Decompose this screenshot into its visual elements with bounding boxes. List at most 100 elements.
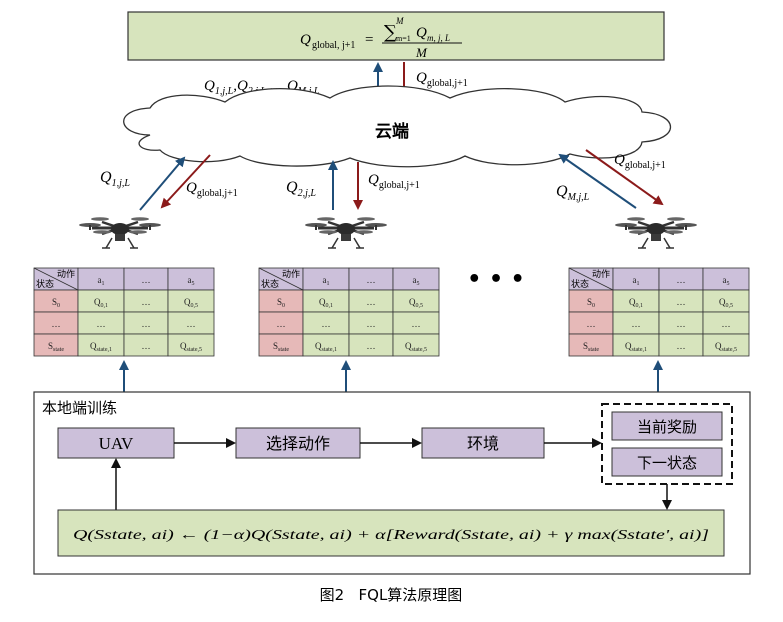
q-table-value: Qstate,1 — [315, 341, 337, 353]
uav-label: UAV — [99, 434, 134, 453]
drone-icon-2 — [303, 215, 389, 250]
agent-m-upload-label: QM,j,L — [556, 183, 590, 203]
agent-m-download-label: Qglobal,j+1 — [614, 152, 666, 171]
q-table-state-label: Sstate — [583, 341, 599, 353]
q-table-value: Qstate,5 — [715, 341, 737, 353]
q-table-action-header: 动作 — [592, 268, 610, 280]
q-update-formula: Q(Sstate, ai) ← (1−α)Q(Sstate, ai) + α[R… — [73, 528, 709, 543]
q-table-state-label: Sstate — [273, 341, 289, 353]
sum-superscript: M — [395, 16, 404, 26]
q-table-corner-diagonal — [258, 267, 304, 291]
denominator: M — [415, 45, 428, 60]
q-table-action-header: 动作 — [57, 268, 75, 280]
q-table-value: … — [412, 319, 421, 329]
q-table-state-label: … — [52, 319, 61, 329]
q-table-value: Q0,1 — [629, 297, 643, 309]
next-state-label: 下一状态 — [637, 454, 697, 472]
upload-arrow-agent-1 — [139, 156, 186, 211]
q-table-value: … — [677, 297, 686, 307]
agents-ellipsis: • • • — [467, 267, 525, 292]
q-table-col-header: a1 — [98, 275, 105, 287]
q-table-action-header: 动作 — [282, 268, 300, 280]
local-training-title: 本地端训练 — [42, 399, 117, 417]
sum-symbol: ∑ — [384, 22, 397, 43]
q-table-value-cell — [392, 333, 440, 357]
q-table-col-header: … — [367, 275, 376, 285]
q-table-value: Qstate,1 — [90, 341, 112, 353]
q-table-col-header: a5 — [413, 275, 420, 287]
global-equals: = — [365, 32, 373, 48]
q-table-col-header: a1 — [633, 275, 640, 287]
q-table-value: … — [97, 319, 106, 329]
q-table-value: Qstate,5 — [405, 341, 427, 353]
q-table-value: … — [142, 319, 151, 329]
sum-subscript: m=1 — [396, 34, 411, 43]
numerator-q: Q — [416, 25, 427, 41]
q-table-col-header: … — [677, 275, 686, 285]
q-table-state-header: 状态 — [571, 278, 589, 290]
q-table-value: Qstate,1 — [625, 341, 647, 353]
q-table-value-cell — [167, 333, 215, 357]
download-arrow-agent-1 — [160, 154, 211, 209]
q-table-value-cell — [702, 333, 750, 357]
download-label: Qglobal,j+1 — [416, 70, 468, 89]
select-action-label: 选择动作 — [266, 434, 330, 453]
global-q-symbol: Q — [300, 32, 311, 48]
q-table-value: … — [677, 341, 686, 351]
q-table-col-header: … — [142, 275, 151, 285]
q-table-value: Qstate,5 — [180, 341, 202, 353]
cloud-label: 云端 — [375, 121, 409, 142]
agent-2-upload-label: Q2,j,L — [286, 179, 316, 199]
q-table-value: … — [677, 319, 686, 329]
q-table-state-label: … — [277, 319, 286, 329]
global-aggregation-box: Q global, j+1 = ∑ M m=1 Q m, j, L M — [127, 11, 665, 61]
agent-2-download-label: Qglobal,j+1 — [368, 172, 420, 191]
global-q-subscript: global, j+1 — [312, 40, 355, 51]
numerator-subscript: m, j, L — [427, 33, 450, 43]
agent-1-download-label: Qglobal,j+1 — [186, 180, 238, 199]
agent-1-upload-label: Q1,j,L — [100, 169, 130, 189]
q-table-value: … — [367, 319, 376, 329]
q-table-state-header: 状态 — [261, 278, 279, 290]
environment-label: 环境 — [467, 434, 499, 453]
q-table-value: … — [142, 341, 151, 351]
q-table-col-header: a5 — [723, 275, 730, 287]
drone-icon-m — [613, 215, 699, 250]
figure-caption: 图2 FQL算法原理图 — [320, 586, 463, 604]
local-training-box: 本地端训练 UAV 选择动作 环境 当前奖励 下一状态 Q(Sstate, ai… — [33, 391, 751, 575]
q-table-value: … — [632, 319, 641, 329]
cloud: 云端 — [123, 85, 671, 168]
q-table-value: Q0,1 — [94, 297, 108, 309]
svg-text:Qglobal,j+1: Qglobal,j+1 — [416, 70, 468, 89]
uav-box — [57, 427, 175, 459]
q-table-value: … — [722, 319, 731, 329]
q-table-value: … — [367, 297, 376, 307]
q-table-value: Q0,5 — [409, 297, 423, 309]
q-table-value: Q0,1 — [319, 297, 333, 309]
q-table-col-header: a1 — [323, 275, 330, 287]
q-table-state-header: 状态 — [36, 278, 54, 290]
q-table-state-label: … — [587, 319, 596, 329]
q-table-corner-diagonal — [33, 267, 79, 291]
current-reward-box — [611, 411, 723, 441]
q-table-value: … — [322, 319, 331, 329]
upload-arrow-agent-m — [558, 153, 637, 209]
drone-icon-1 — [77, 215, 163, 250]
q-table-value: … — [367, 341, 376, 351]
q-table-col-header: a5 — [188, 275, 195, 287]
next-state-box — [611, 447, 723, 477]
q-table-corner-diagonal — [568, 267, 614, 291]
q-table-value: … — [187, 319, 196, 329]
q-update-box — [57, 509, 725, 557]
q-table-value: Q0,5 — [719, 297, 733, 309]
q-table-state-label: Sstate — [48, 341, 64, 353]
q-table-state-label: S0 — [587, 297, 595, 309]
q-table-value: Q0,5 — [184, 297, 198, 309]
q-table-state-label: S0 — [52, 297, 60, 309]
environment-box — [421, 427, 545, 459]
q-table-state-label: S0 — [277, 297, 285, 309]
